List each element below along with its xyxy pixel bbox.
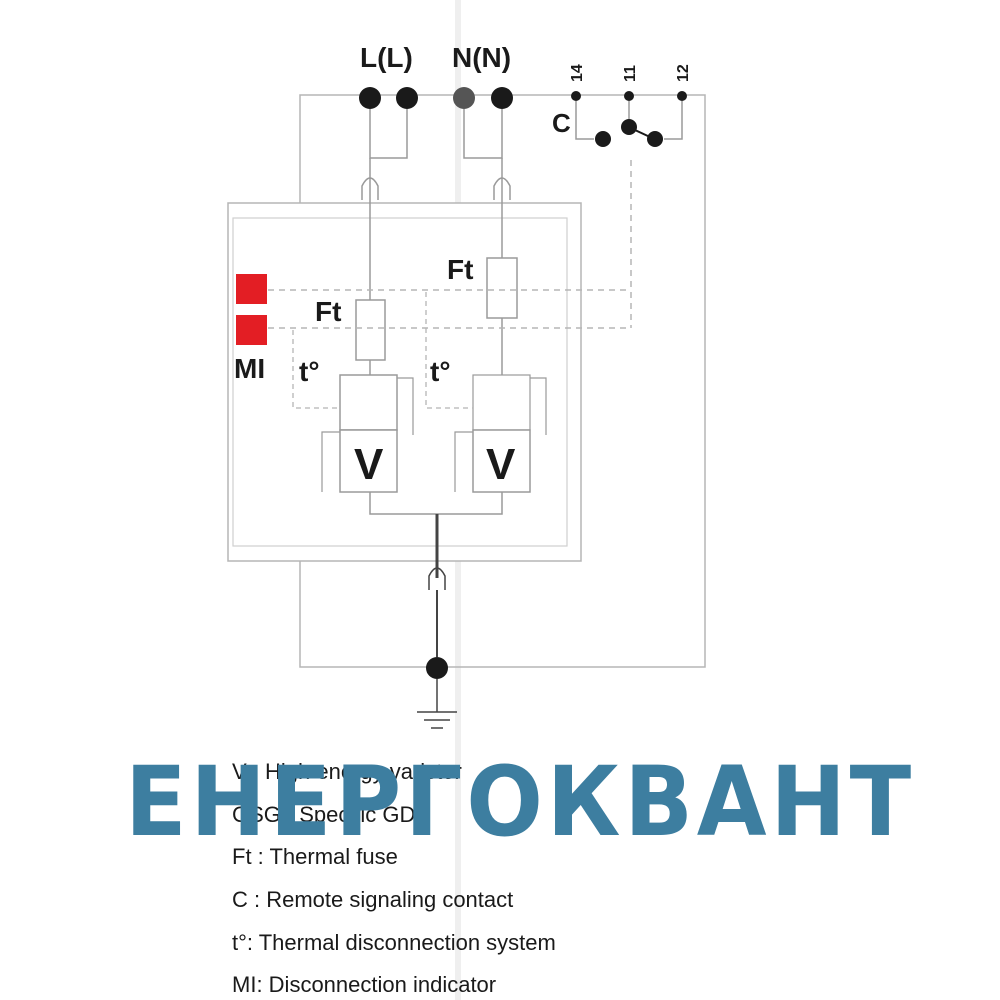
contact-switch-arm: [634, 129, 651, 138]
legend-indicator: MI: Disconnection indicator: [232, 972, 496, 997]
connector-l: [361, 177, 379, 200]
label-contact-11: 11: [622, 65, 639, 82]
watermark-logo: ЕНЕРГОКВАНТ: [125, 746, 915, 858]
contact-11-dot: [624, 91, 634, 101]
wire-l-bridge: [369, 109, 408, 159]
label-contact: C: [552, 108, 571, 138]
label-varistor-right: V: [486, 440, 516, 489]
link-thermal-left: [292, 330, 340, 409]
inner-module: [232, 217, 568, 547]
contact-node-14: [595, 131, 611, 147]
legend-thermal: t°: Thermal disconnection system: [232, 930, 556, 955]
terminal-l-2: [396, 87, 418, 109]
varistor-left: [339, 429, 398, 493]
contact-14-wire: [575, 101, 594, 140]
connector-n: [493, 177, 511, 200]
contact-12-dot: [677, 91, 687, 101]
terminal-n-2: [491, 87, 513, 109]
varistor-arm-left: [321, 431, 340, 492]
label-contact-14: 14: [569, 64, 586, 82]
disconnection-indicator-1: [236, 274, 267, 304]
terminal-pe: [426, 657, 448, 679]
disconnection-indicator-2: [236, 315, 267, 345]
terminal-l-1: [359, 87, 381, 109]
thermal-disconnector-right: [472, 374, 531, 431]
thermal-arm-left: [397, 377, 414, 435]
label-varistor-left: V: [354, 440, 384, 489]
legend-fuse: Ft : Thermal fuse: [232, 844, 398, 869]
label-thermal-right: t°: [430, 356, 451, 387]
contact-node-11: [621, 119, 637, 135]
wire-n-bridge: [463, 109, 503, 159]
label-fuse-right: Ft: [447, 254, 473, 285]
label-contact-12: 12: [675, 64, 692, 82]
thermal-arm-right: [530, 377, 547, 435]
legend-contact: C : Remote signaling contact: [232, 887, 513, 912]
label-line: L(L): [360, 42, 413, 73]
thermal-fuse-left: [355, 299, 386, 361]
legend-varistor: V : High energy varistor: [232, 759, 462, 784]
legend-gdt: GSG : Specific GDT: [232, 802, 429, 827]
connector-pe: [428, 567, 446, 590]
label-fuse-left: Ft: [315, 296, 341, 327]
contact-node-12: [647, 131, 663, 147]
varistor-arm-right: [454, 431, 473, 492]
terminal-n-1: [453, 87, 475, 109]
label-indicator: MI: [234, 353, 265, 384]
label-neutral: N(N): [452, 42, 511, 73]
contact-14-dot: [571, 91, 581, 101]
varistor-right: [472, 429, 531, 493]
label-thermal-left: t°: [299, 356, 320, 387]
contact-12-wire: [664, 101, 683, 140]
link-thermal-right: [425, 292, 473, 409]
thermal-fuse-right: [486, 257, 518, 319]
thermal-disconnector-left: [339, 374, 398, 431]
